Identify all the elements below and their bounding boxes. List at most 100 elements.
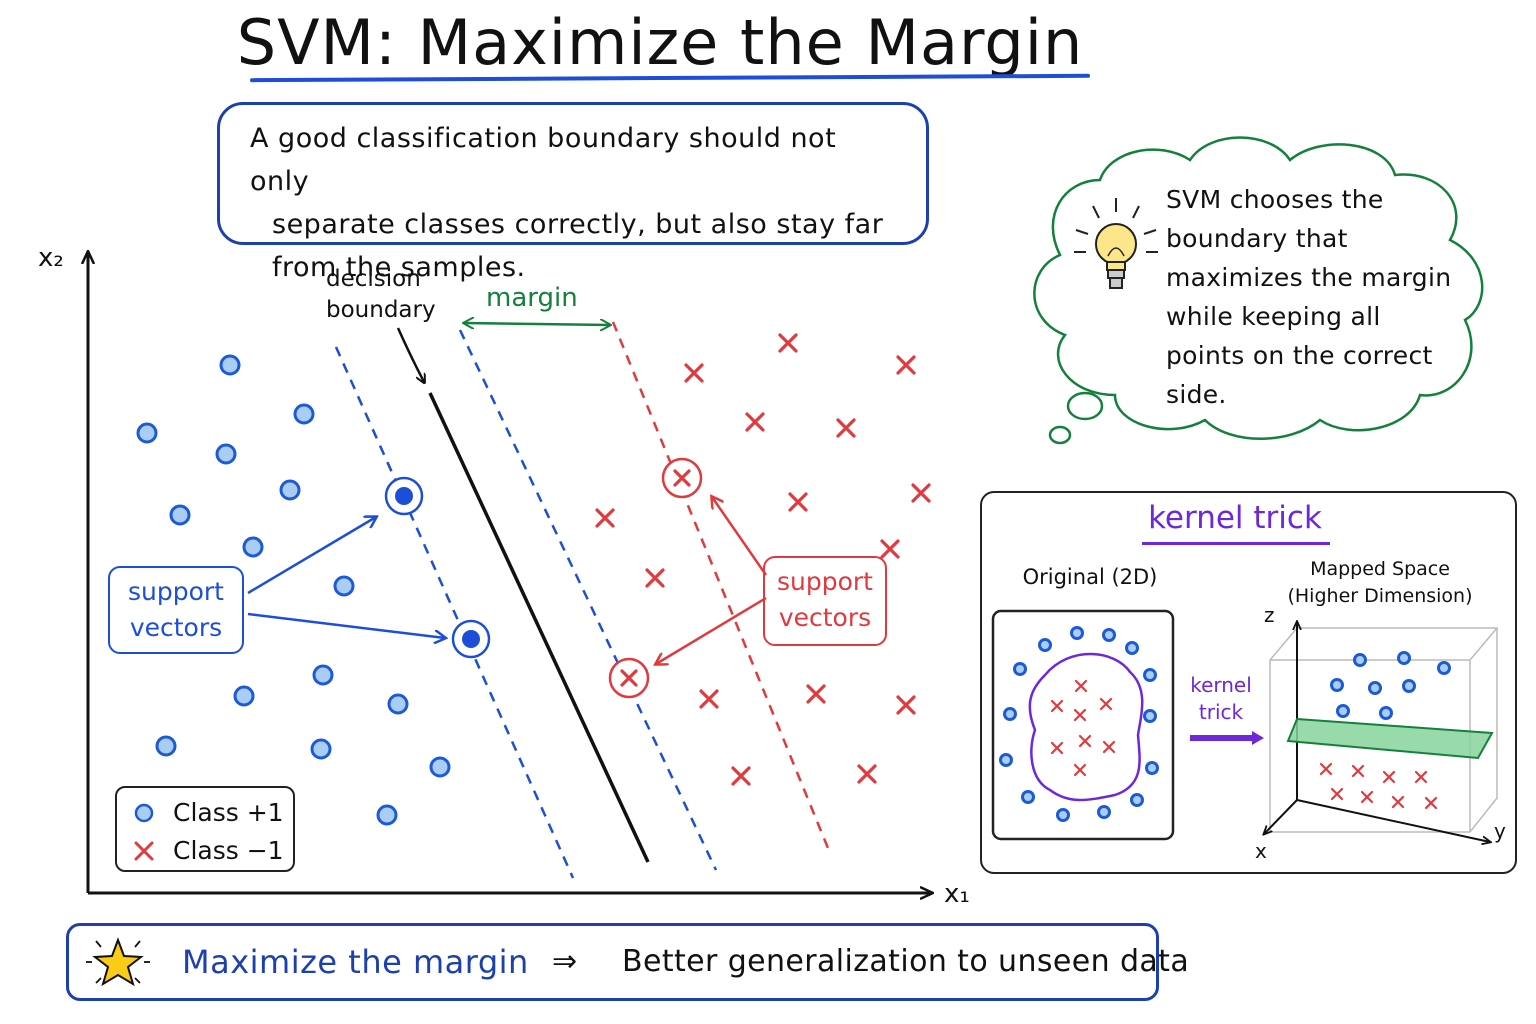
mapped-label-line-2: (Higher Dimension): [1287, 585, 1473, 607]
thought-text: SVM chooses the boundary that maximizes …: [1166, 180, 1466, 414]
mapped-red-points: [1319, 762, 1438, 810]
support-arrow-red-1: [712, 497, 768, 576]
x-axis-label: x₁: [944, 879, 970, 909]
kernel-title-underline: [1142, 542, 1330, 545]
class-neg-point: [857, 764, 877, 784]
kernel-arrow-label: kernel trick: [1184, 672, 1258, 726]
thought-line-5: points on the correct: [1166, 341, 1433, 370]
support-right-line-2: vectors: [778, 603, 872, 632]
page-title: SVM: Maximize the Margin: [236, 6, 1084, 79]
blue-support-vector-1: [384, 476, 424, 516]
class-pos-point: [215, 443, 237, 465]
class-neg-point: [645, 568, 665, 588]
decision-boundary-line: [428, 392, 650, 863]
mapped-blue-points: [1330, 651, 1451, 720]
thought-bubble-small: [1048, 425, 1072, 445]
intro-line-1: A good classification boundary should no…: [250, 123, 837, 197]
red-support-vector-2: [608, 657, 650, 699]
class-neg-point: [880, 539, 900, 559]
legend-class-neg: Class −1: [173, 836, 284, 865]
class-pos-point: [155, 735, 177, 757]
class-pos-point: [219, 354, 241, 376]
y-axis-label: x₂: [38, 243, 64, 273]
kernel-trick-panel: [980, 491, 1517, 874]
thought-line-2: boundary that: [1166, 224, 1348, 253]
circle-marker-icon: [134, 803, 154, 822]
thought-line-1: SVM chooses the: [1166, 185, 1384, 214]
decision-boundary-label-1: decision: [326, 266, 421, 292]
support-left-line-2: vectors: [129, 613, 223, 642]
class-neg-point: [896, 355, 916, 375]
class-neg-point: [788, 492, 808, 512]
intro-line-2: separate classes correctly, but also sta…: [272, 209, 884, 240]
class-pos-point: [136, 422, 158, 444]
support-arrow-blue-1: [247, 517, 376, 595]
support-right-line-1: support: [777, 567, 873, 596]
mapped-label-line-1: Mapped Space: [1310, 558, 1450, 580]
kernel-arrow-label-1: kernel: [1190, 673, 1252, 697]
thought-bubble-large: [1066, 391, 1104, 421]
cross-marker-icon: [134, 841, 154, 860]
class-neg-point: [699, 689, 719, 709]
takeaway-left: Maximize the margin: [182, 943, 529, 981]
legend-row-pos: Class +1: [133, 798, 284, 827]
class-neg-point: [684, 363, 704, 383]
class-neg-point: [806, 684, 826, 704]
class-neg-point: [745, 412, 765, 432]
class-pos-point: [429, 756, 451, 778]
class-pos-point: [333, 575, 355, 597]
separating-hyperplane: [1286, 717, 1494, 760]
class-pos-point: [293, 403, 315, 425]
class-pos-point: [279, 479, 301, 501]
kernel-arrow-label-2: trick: [1198, 700, 1244, 724]
thought-line-4: while keeping all: [1166, 302, 1381, 331]
class-neg-point: [778, 333, 798, 353]
support-left-line-1: support: [128, 577, 224, 606]
axis-y-label: y: [1494, 819, 1506, 843]
class-neg-point: [731, 766, 751, 786]
thought-line-6: side.: [1166, 380, 1227, 409]
blue-margin-line-right: [458, 329, 718, 871]
nonlinear-boundary: [1028, 652, 1144, 802]
implies-arrow: ⇒: [552, 944, 578, 979]
class-pos-point: [233, 685, 255, 707]
mapped-space-label: Mapped Space (Higher Dimension): [1280, 556, 1480, 610]
class-pos-point: [312, 664, 334, 686]
thought-cloud: [1033, 136, 1484, 440]
margin-arrow: [464, 323, 610, 325]
margin-label: margin: [486, 283, 578, 313]
red-support-vector-1: [661, 457, 703, 499]
support-arrow-red-2: [656, 596, 767, 664]
decision-boundary-arrow: [396, 327, 424, 382]
axis-x-label: x: [1255, 839, 1267, 863]
class-pos-points: [136, 354, 451, 826]
star-icon: [86, 937, 150, 987]
class-neg-point: [836, 418, 856, 438]
class-pos-point: [242, 536, 264, 558]
class-neg-point: [595, 508, 615, 528]
class-pos-point: [169, 504, 191, 526]
class-neg-point: [896, 695, 916, 715]
original-2d-label: Original (2D): [1022, 565, 1158, 589]
lightbulb-icon: [1074, 198, 1158, 289]
class-neg-point: [911, 483, 931, 503]
axis-z-label: z: [1264, 603, 1275, 627]
legend-class-pos: Class +1: [173, 798, 284, 827]
support-vectors-label-blue: support vectors: [108, 566, 244, 654]
blue-margin-line-left: [334, 346, 575, 879]
intro-box: A good classification boundary should no…: [217, 102, 929, 283]
orig-blue-points: [999, 626, 1159, 822]
kernel-trick-title: kernel trick: [1148, 500, 1322, 536]
takeaway-box: [66, 923, 1159, 1001]
support-vectors-label-red: support vectors: [763, 556, 887, 646]
blue-support-vector-2: [451, 619, 491, 659]
red-margin-line: [611, 321, 832, 854]
class-pos-point: [310, 738, 332, 760]
legend: Class +1 Class −1: [115, 786, 295, 872]
decision-boundary-label-2: boundary: [326, 297, 436, 323]
support-arrow-blue-2: [247, 612, 445, 638]
orig-red-points: [1050, 679, 1116, 777]
thought-line-3: maximizes the margin: [1166, 263, 1452, 292]
mapped-space-3d: z y x: [1255, 603, 1506, 863]
